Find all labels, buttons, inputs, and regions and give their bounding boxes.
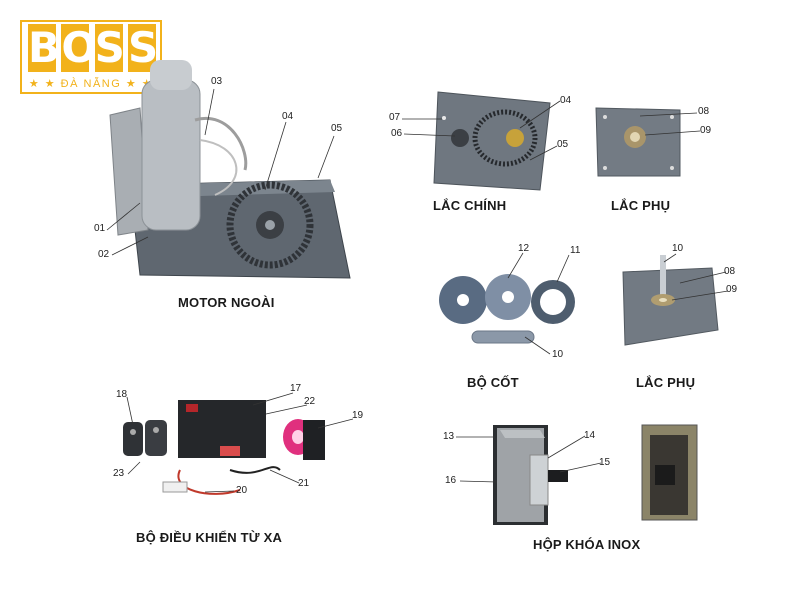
main-bracket-image [433,91,551,191]
callout-number: 08 [724,266,736,277]
remote-kit-image [123,400,325,495]
caption-lac-phu-2: LẮC PHỤ [636,375,696,390]
motor-assembly-image [109,60,351,279]
callout-number: 14 [584,430,596,441]
caption-motor-ngoai: MOTOR NGOÀI [178,295,275,310]
callout-number: 15 [599,457,611,468]
logo-letter: B [28,23,61,72]
callout-number: 05 [331,123,343,134]
callout-number: 17 [290,383,302,394]
callout-number: 08 [698,106,710,117]
callout-number: 10 [552,349,564,360]
callout-number: 04 [560,95,572,106]
caption-hop-khoa: HỘP KHÓA INOX [533,537,641,552]
callout-number: 05 [557,139,569,150]
callout-number: 06 [391,128,403,139]
callout-number: 11 [570,245,581,256]
logo-letter: S [127,23,159,72]
callout-number: 09 [700,125,712,136]
callout-number: 03 [211,76,223,87]
caption-lac-chinh: LẮC CHÍNH [433,198,507,213]
callout-number: 09 [726,284,738,295]
brand-logo: B O S S ★ ★ ĐÀ NẴNG ★ ★ [20,20,162,94]
callout-number: 07 [389,112,401,123]
callout-number: 20 [236,485,248,496]
logo-tagline: ★ ★ ĐÀ NẴNG ★ ★ [28,78,154,90]
callout-number: 23 [113,468,125,479]
logo-letters: B O S S [28,23,159,76]
callout-number: 22 [304,396,316,407]
caption-lac-phu-1: LẮC PHỤ [611,198,671,213]
callout-number: 21 [298,478,310,489]
shaft-set-image [439,274,575,344]
sub-bracket-image-1 [595,107,681,177]
callout-number: 02 [98,249,110,260]
callout-number: 16 [445,475,457,486]
callout-number: 12 [518,243,530,254]
callout-number: 19 [352,410,364,421]
lock-box-image [493,424,698,525]
callout-number: 04 [282,111,294,122]
caption-remote: BỘ ĐIỀU KHIỂN TỪ XA [136,530,283,545]
callout-number: 10 [672,243,684,254]
callout-number: 18 [116,389,128,400]
callout-number: 13 [443,431,455,442]
caption-bo-cot: BỘ CỐT [467,375,519,390]
callout-number: 01 [94,223,106,234]
sub-bracket-image-2 [622,255,719,346]
logo-letter: S [94,23,125,72]
